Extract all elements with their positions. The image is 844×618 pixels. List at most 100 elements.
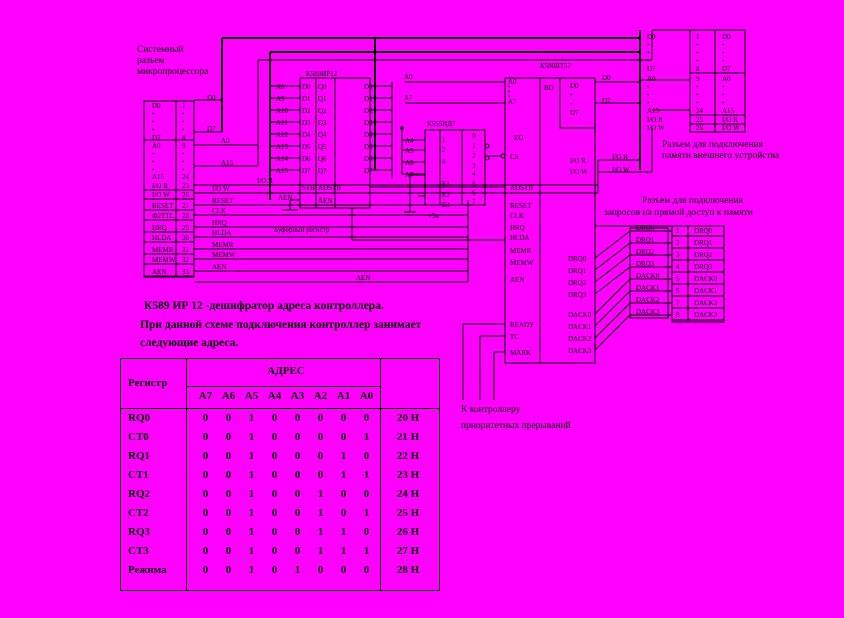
mem-bus-label: A0 [647,75,656,83]
buffer-caption: Буферный регистр [274,226,330,234]
dma-port-num: 2 [676,239,680,247]
table-hex-address: 28 H [396,563,420,576]
table-bit-value: 0 [271,544,278,557]
sys-pin-name: A15 [152,173,165,181]
reg-pin-in: D1 [302,95,311,103]
table-bit-value: 0 [225,487,232,500]
cs-bubble [500,153,506,159]
sys-pin-num: 24 [182,173,190,181]
reg-right-label: D4 [364,131,373,139]
dec-pin-out: 5 [472,180,476,188]
dma-addr-pin: • [508,93,511,101]
mem-pin-name: • [722,91,725,99]
sys-pin-name: • [152,110,155,118]
bus-label: A0 [404,73,413,81]
reg-pin-out: Q4 [318,131,327,139]
dma-chip-name: К580ВТ57 [540,62,572,70]
dma-left-pin: MARK [510,349,531,357]
mem-pin-num: • [696,99,699,107]
mem-pin-name: • [722,41,725,49]
table-bit-value: 0 [363,563,370,576]
reg-right-label: D1 [364,95,373,103]
table-hex-address: 27 H [396,544,420,557]
mem-bus-label: • [647,99,650,107]
dma-drq-pin: DRQ1 [568,267,587,275]
dma-port-wire-label: DACK0 [636,272,660,280]
reg-pin-out: Q0 [318,83,327,91]
table-bit-value: 1 [363,506,370,519]
dma-drq-pin: DRQ0 [568,255,587,263]
control-label: MEMR [212,241,234,249]
sys-pin-num: • [182,118,185,126]
control-label: HRQ [212,219,227,227]
dma-port-wire-label: DRQ3 [636,260,655,268]
table-bit-value: 0 [225,430,232,443]
interrupt-caption: приоритетных прерываний [461,420,571,431]
table-bit-value: 0 [225,506,232,519]
dma-port-num: 5 [676,275,680,283]
dma-port-name: DACK3 [694,311,718,319]
reg-pin-in: STB [302,184,315,192]
reg-pin-out: ĀEN [318,197,332,205]
table-bit-value: 0 [340,506,347,519]
dack-route [594,278,631,315]
table-bit-header: A7 [198,390,213,403]
reg-pin-in: D7 [302,167,311,175]
table-bit-value: 1 [363,430,370,443]
table-bit-value: 0 [317,411,324,424]
control-label: MEMW [212,251,236,259]
table-bit-value: 0 [271,430,278,443]
mem-pin-num: • [696,49,699,57]
table-bit-value: 0 [225,411,232,424]
dma-request-connector [671,225,725,323]
dma-port-name: DACK0 [694,275,718,283]
table-bit-value: 1 [340,525,347,538]
dma-io-pin: I/O R [570,157,586,165]
table-bit-value: 0 [271,525,278,538]
table-bit-value: 0 [202,487,209,500]
reg-pin-in: D0 [302,83,311,91]
dma-left-pin: RESET [510,202,532,210]
dec-out-bubble [484,143,490,149]
table-bit-value: 0 [294,487,301,500]
dack-route [594,290,631,327]
mem-pin-num: • [696,83,699,91]
aen-label: AEN [356,274,370,282]
dec-pin-in: E1 [442,180,450,188]
dma-port-wire-label: DRQ2 [636,248,655,256]
reg-right-label: D6 [364,155,373,163]
system-bus-caption: микропроцессора [137,67,209,77]
reg-left-label: A13 [276,143,289,151]
sys-pin-name: Ф2TTL [152,212,174,220]
reg-pin-out: Q1 [318,95,327,103]
table-bit-value: 0 [225,449,232,462]
table-bit-value: 1 [294,563,301,576]
table-header-address: АДРЕС [267,365,305,378]
table-register-name: RQ0 [128,411,150,424]
table-bit-value: 0 [317,563,324,576]
reg-pin-out: Q6 [318,155,327,163]
reg-left-label: A9 [276,95,285,103]
table-register-name: Режима [128,563,167,576]
table-bit-header: A5 [244,390,259,403]
table-bit-value: 0 [271,449,278,462]
bus-label: D0 [207,94,216,102]
sys-pin-name: • [152,150,155,158]
sys-pin-num: 32 [182,256,190,264]
dma-left-pin: HRQ [510,224,525,232]
sys-pin-num: 33 [182,268,190,276]
sys-pin-num: 25 [182,182,190,190]
reg-pin-in: D4 [302,131,311,139]
reg-pin-out: Q3 [318,119,327,127]
table-bit-value: 0 [317,468,324,481]
junction-dot [400,126,404,130]
dma-inner-data: D7 [570,109,579,117]
dma-port-name: DRQ2 [694,251,713,259]
table-bit-value: 0 [363,487,370,500]
table-bit-value: 1 [340,449,347,462]
dma-port-name: DRQ3 [694,263,713,271]
sys-pin-num: 27 [182,202,190,210]
